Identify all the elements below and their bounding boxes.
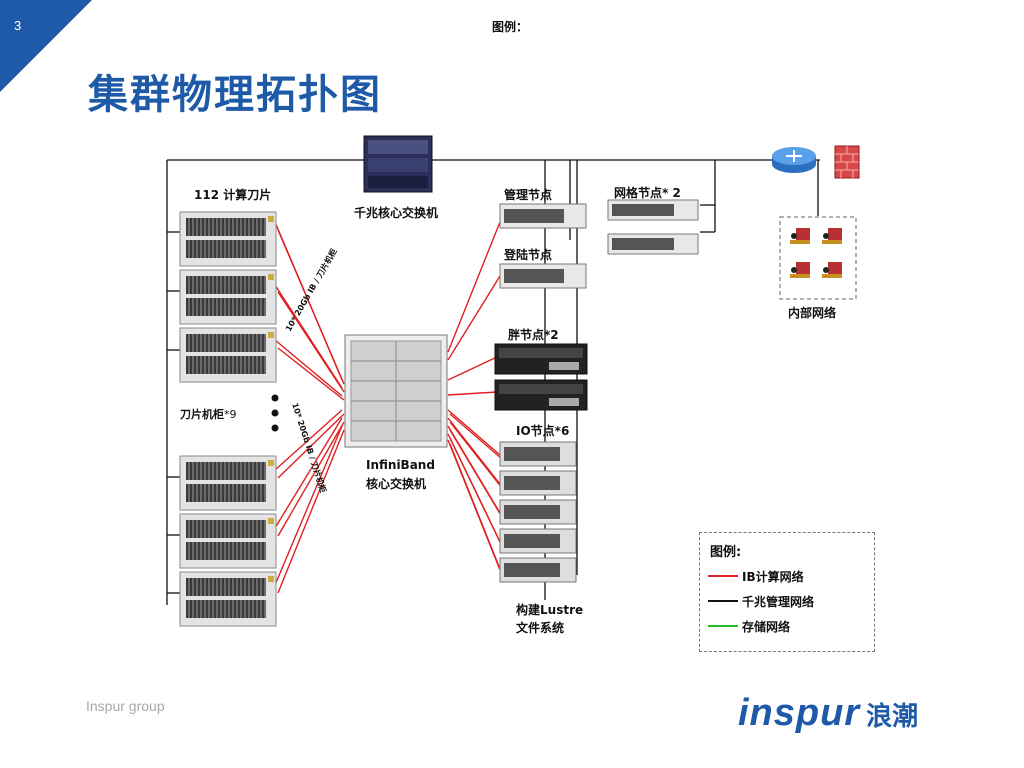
grid-node-icon [607,199,699,221]
blade-cabinet-label: 刀片机柜*9 [180,408,237,421]
blade-chassis [179,455,277,511]
mgmt-node-icon [499,203,587,229]
blade-chassis [179,327,277,383]
workstation-icon [790,228,810,244]
io-node-icon [499,557,577,583]
blade-chassis [179,571,277,627]
workstation-icon [822,262,842,278]
io-node-icon [499,528,577,554]
gige-switch-label: 千兆核心交换机 [354,206,439,220]
io-node-label: IO节点*6 [516,424,570,438]
blade-chassis [179,513,277,569]
link-label-bottom: 10* 20Gb IB / 刀片机柜 [290,402,329,494]
gige-core-switch-icon [363,135,433,193]
legend-label: 存储网络 [742,619,791,634]
internal-network-box [779,216,857,300]
legend: 图例: IB计算网络 千兆管理网络 存储网络 [699,532,875,652]
ellipsis-dots-icon [271,394,279,432]
blade-chassis-group [179,211,277,627]
ib-network-links [274,221,503,594]
login-node-label: 登陆节点 [504,248,553,262]
blade-chassis [179,269,277,325]
legend-title: 图例: [710,545,742,560]
blade-chassis [179,211,277,267]
legend-item-mgmt: 千兆管理网络 [708,591,814,611]
grid-node-label: 网格节点* 2 [614,186,681,200]
logo-text-en: inspur [738,692,861,734]
workstation-icon [822,228,842,244]
firewall-icon [834,145,860,179]
grid-node-icon [607,233,699,255]
infiniband-switch-icon [344,334,448,448]
blade-label: 112 计算刀片 [194,188,272,202]
fat-node-icon [494,379,588,411]
legend-item-storage: 存储网络 [708,616,790,636]
footer-company: Inspur group [86,698,165,714]
header-note: 图例： [491,20,528,34]
io-node-group [499,441,577,583]
legend-swatch-ib [708,575,738,577]
router-icon [772,147,816,173]
legend-swatch-storage [708,625,738,627]
io-node-icon [499,441,577,467]
page-number: 3 [14,18,22,33]
mgmt-node-label: 管理节点 [504,188,553,202]
lustre-label-2: 文件系统 [516,621,565,635]
logo-text-cn: 浪潮 [866,701,919,731]
ib-switch-label-2: 核心交换机 [366,477,427,491]
io-node-icon [499,499,577,525]
ib-switch-label: InfiniBand [366,458,435,472]
legend-label: IB计算网络 [742,569,804,584]
legend-item-ib: IB计算网络 [708,566,804,586]
lustre-label: 构建Lustre [516,603,584,617]
workstation-icon [790,262,810,278]
corner-accent [0,0,92,92]
legend-label: 千兆管理网络 [742,594,815,609]
slide-title: 集群物理拓扑图 [88,72,382,118]
legend-swatch-mgmt [708,600,738,602]
fat-node-label: 胖节点*2 [508,328,559,342]
io-node-icon [499,470,577,496]
login-node-icon [499,263,587,289]
internal-network-label: 内部网络 [788,306,837,320]
fat-node-icon [494,343,588,375]
